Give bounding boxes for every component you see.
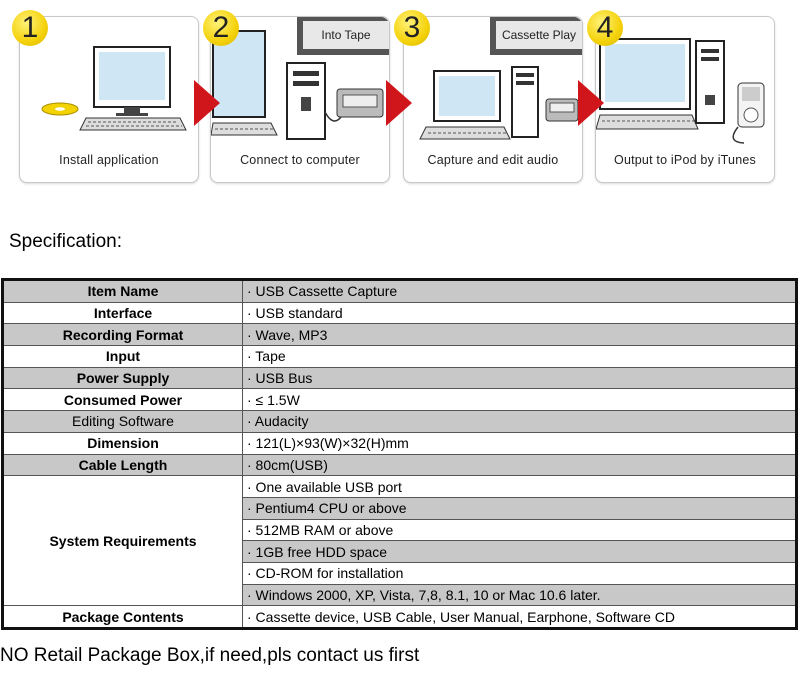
table-row: · 1GB free HDD space [3, 540, 797, 563]
table-row: Interface · USB standard [2, 301, 797, 325]
keyboard-icon [79, 117, 187, 131]
spec-value: · Pentium4 CPU or above [242, 496, 797, 520]
step-number-badge: 1 [12, 10, 48, 46]
spec-key: Dimension [2, 431, 243, 455]
spec-value: · Audacity [242, 410, 797, 433]
spec-value: · Tape [242, 345, 797, 368]
spec-value: · Cassette device, USB Cable, User Manua… [242, 605, 797, 629]
table-row: Package Contents · Cassette device, USB … [2, 605, 797, 629]
spec-key: Input [2, 345, 243, 368]
table-row: · 512MB RAM or above [3, 518, 797, 542]
table-row: · CD-ROM for installation [3, 561, 797, 585]
spec-value: · CD-ROM for installation [242, 561, 797, 585]
step-caption: Install application [59, 153, 159, 167]
step-1-card: Install application [19, 16, 199, 183]
arrow-right-icon [194, 80, 220, 126]
spec-key: Editing Software [2, 410, 243, 433]
pc-tower-icon [286, 62, 326, 140]
spec-value: · One available USB port [242, 475, 797, 498]
cd-icon [41, 102, 79, 116]
spec-table: Item Name · USB Cassette Capture Interfa… [1, 278, 798, 630]
pc-tower-icon [695, 40, 725, 124]
arrow-right-icon [386, 80, 412, 126]
setup-steps-banner: Install application 1 Into Tape [0, 0, 800, 200]
spec-value: · USB Cassette Capture [242, 279, 797, 303]
step-number-badge: 2 [203, 10, 239, 46]
cassette-player-icon [545, 98, 579, 122]
step-caption: Output to iPod by iTunes [614, 153, 756, 167]
spec-key: Package Contents [2, 605, 243, 629]
step-caption: Connect to computer [240, 153, 360, 167]
table-row: Editing Software · Audacity [2, 410, 797, 433]
spec-title: Specification: [9, 231, 123, 252]
step-2-illustration [211, 30, 384, 140]
step-2-card: Into Tape Connect to computer [210, 16, 390, 183]
spec-key: Item Name [2, 279, 243, 303]
spec-key-system-requirements: System Requirements [2, 475, 243, 607]
spec-value: · 1GB free HDD space [242, 540, 797, 563]
step-caption: Capture and edit audio [427, 153, 559, 167]
table-row: Consumed Power · ≤ 1.5W [2, 388, 797, 412]
step-4-card: Output to iPod by iTunes [595, 16, 775, 183]
spec-key: Cable Length [2, 453, 243, 477]
spec-key: Recording Format [2, 323, 243, 347]
spec-key: Power Supply [2, 366, 243, 390]
arrow-right-icon [578, 80, 604, 126]
spec-value: · Wave, MP3 [242, 323, 797, 347]
monitor-icon [433, 70, 501, 122]
step-tag: Into Tape [297, 17, 389, 55]
table-row: Item Name · USB Cassette Capture [2, 279, 797, 303]
spec-key: Interface [2, 301, 243, 325]
step-tag: Cassette Play [490, 17, 582, 55]
table-row: Cable Length · 80cm(USB) [2, 453, 797, 477]
keyboard-icon [596, 114, 699, 130]
ipod-icon [732, 82, 765, 144]
pc-tower-icon [511, 66, 539, 138]
table-row: System Requirements · One available USB … [2, 475, 797, 607]
spec-value: · USB Bus [242, 366, 797, 390]
table-row: Recording Format · Wave, MP3 [2, 323, 797, 347]
step-number-badge: 3 [394, 10, 430, 46]
step-4-illustration [596, 38, 765, 144]
spec-value: · 121(L)×93(W)×32(H)mm [242, 431, 797, 455]
step-3-card: Cassette Play Capture and edit audio [403, 16, 583, 183]
table-row: · Windows 2000, XP, Vista, 7,8, 8.1, 10 … [3, 583, 797, 607]
spec-key: Consumed Power [2, 388, 243, 412]
table-row: Input · Tape [2, 345, 797, 368]
monitor-icon [599, 38, 691, 110]
step-number-badge: 4 [587, 10, 623, 46]
spec-value: · 80cm(USB) [242, 453, 797, 477]
footnote: NO Retail Package Box,if need,pls contac… [0, 645, 420, 666]
spec-value: · 512MB RAM or above [242, 518, 797, 542]
table-row: Dimension · 121(L)×93(W)×32(H)mm [2, 431, 797, 455]
spec-value: · Windows 2000, XP, Vista, 7,8, 8.1, 10 … [242, 583, 797, 607]
spec-value: · ≤ 1.5W [242, 388, 797, 412]
spec-value: · USB standard [242, 301, 797, 325]
cassette-player-icon [324, 88, 384, 122]
monitor-icon [93, 46, 171, 116]
keyboard-icon [419, 126, 511, 140]
table-row: Power Supply · USB Bus [2, 366, 797, 390]
keyboard-icon [211, 122, 278, 136]
step-3-illustration [419, 66, 579, 140]
step-1-illustration [41, 46, 187, 131]
monitor-icon [212, 30, 266, 118]
